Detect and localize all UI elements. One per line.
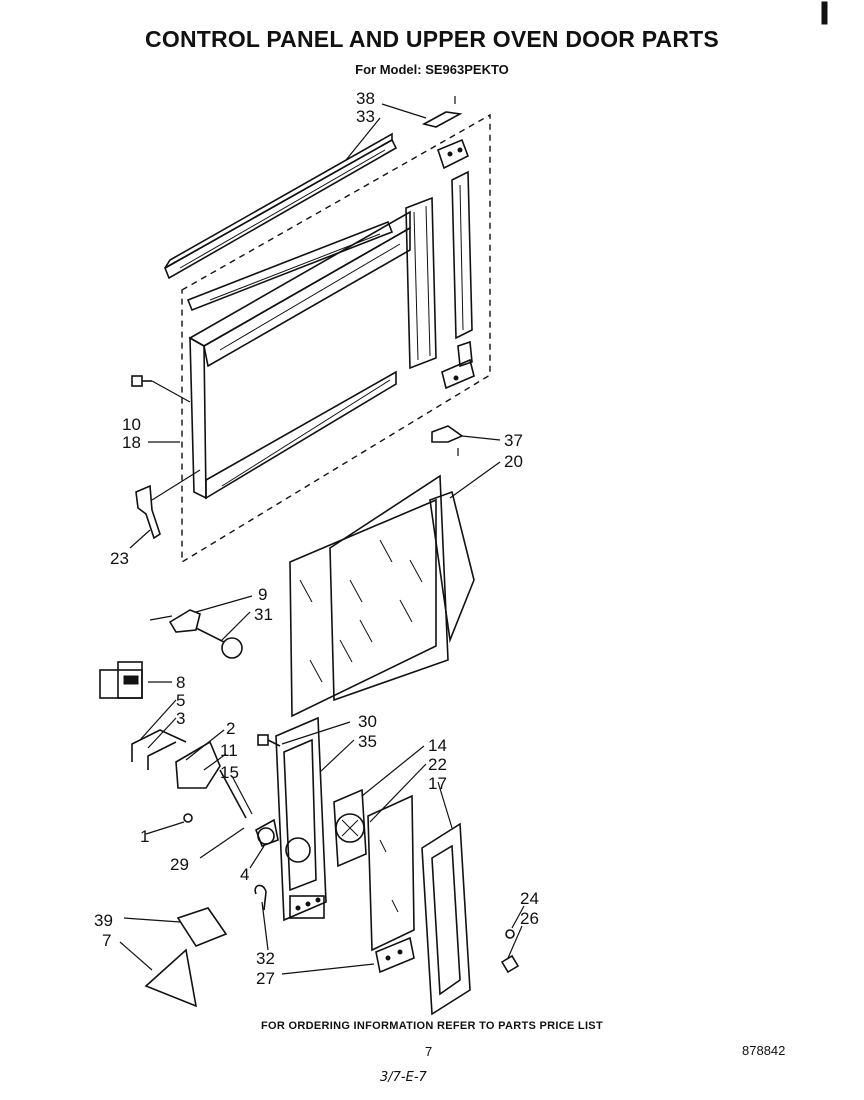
callout-27: 27: [256, 969, 275, 988]
callout-leader-lines: [119, 103, 525, 975]
control-glass-part: [367, 794, 415, 952]
frame-corner-bracket-top: [437, 138, 470, 170]
callout-4: 4: [240, 865, 249, 884]
callout-29: 29: [170, 855, 189, 874]
callout-32: 32: [256, 949, 275, 968]
callout-31: 31: [254, 605, 273, 624]
callout-14: 14: [428, 736, 447, 755]
ordering-info-note: FOR ORDERING INFORMATION REFER TO PARTS …: [261, 1020, 603, 1032]
callout-15: 15: [220, 763, 239, 782]
oven-door-glass-panels: [289, 474, 475, 718]
callout-39: 39: [94, 911, 113, 930]
callout-35: 35: [358, 732, 377, 751]
trim-clip-part: [421, 96, 463, 128]
callout-10: 10: [122, 415, 141, 434]
callout-17: 17: [428, 774, 447, 793]
frame-corner-bracket-bottom: [441, 340, 475, 390]
callout-1: 1: [140, 827, 149, 846]
model-subtitle: For Model: SE963PEKTO: [355, 62, 509, 77]
document-number: 878842: [742, 1043, 786, 1058]
screw-and-nut-parts: [500, 929, 520, 974]
control-trim-frame-part: [421, 822, 471, 1016]
callout-9: 9: [258, 585, 267, 604]
callout-30: 30: [358, 712, 377, 731]
door-assembly-dashed-outline: [181, 113, 491, 564]
callout-33: 33: [356, 107, 375, 126]
callout-8: 8: [176, 673, 185, 692]
callout-23: 23: [110, 549, 129, 568]
callout-26: 26: [520, 909, 539, 928]
callout-5: 5: [176, 691, 185, 710]
corner-mark: [821, 1, 828, 25]
frame-side-channel-left: [405, 196, 437, 370]
handwritten-note: 3/7-E-7: [380, 1070, 427, 1085]
frame-side-channel-right: [451, 170, 473, 340]
callout-2: 2: [226, 719, 235, 738]
callout-22: 22: [428, 755, 447, 774]
lamp-clip-part: [254, 884, 267, 911]
callout-24: 24: [520, 889, 539, 908]
thermostat-control-part: [131, 729, 279, 848]
door-trim-strip-top: [163, 132, 398, 280]
clock-part: [333, 788, 367, 868]
panel-screw-part: [257, 734, 281, 747]
callout-37: 37: [504, 431, 523, 450]
switch-and-knob-part: [149, 609, 243, 659]
screw-part: [131, 375, 191, 403]
callout-11: 11: [220, 741, 238, 760]
callout-20: 20: [504, 452, 523, 471]
panel-bracket-part: [375, 936, 415, 974]
transformer-part: [99, 661, 143, 699]
hinge-part: [135, 469, 201, 540]
end-cap-part: [144, 907, 228, 1008]
door-frame-part: [188, 210, 411, 500]
page-title: CONTROL PANEL AND UPPER OVEN DOOR PARTS: [145, 26, 719, 52]
callout-7: 7: [102, 931, 111, 950]
callout-38: 38: [356, 89, 375, 108]
door-bracket-part: [431, 425, 464, 456]
control-panel-part: [275, 716, 327, 922]
page-number: 7: [425, 1044, 433, 1059]
callout-3: 3: [176, 709, 185, 728]
callout-18: 18: [122, 433, 141, 452]
